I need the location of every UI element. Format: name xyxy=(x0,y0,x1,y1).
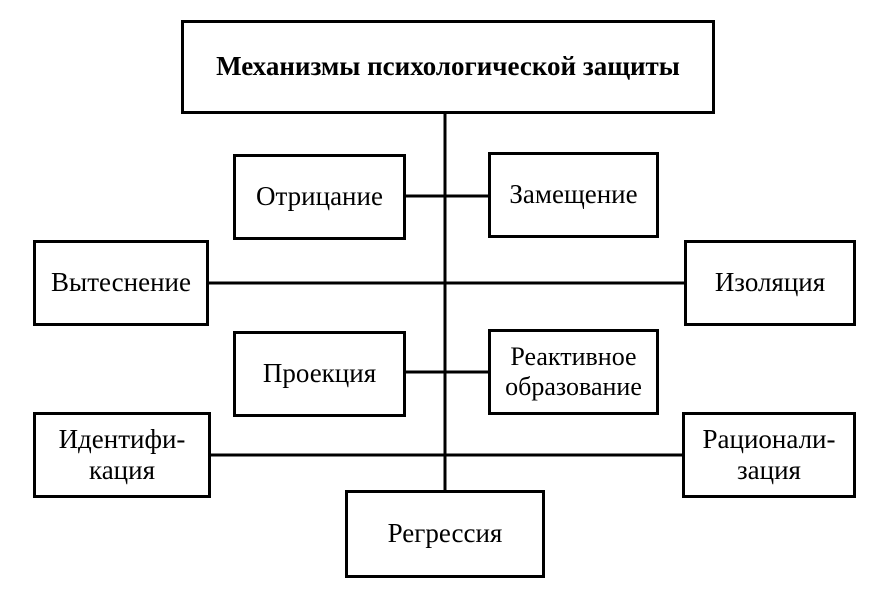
box-rationalization: Рационали- зация xyxy=(682,412,856,498)
box-projection: Проекция xyxy=(233,331,406,417)
box-regression: Регрессия xyxy=(345,490,545,578)
box-reactive-formation: Реактивное образование xyxy=(488,329,659,415)
diagram-title-box: Механизмы психологической защиты xyxy=(181,20,715,114)
box-denial: Отрицание xyxy=(233,154,406,240)
box-isolation: Изоляция xyxy=(684,240,856,326)
box-identification: Идентифи- кация xyxy=(33,412,211,498)
box-substitution: Замещение xyxy=(488,152,659,238)
box-repression: Вытеснение xyxy=(33,240,209,326)
